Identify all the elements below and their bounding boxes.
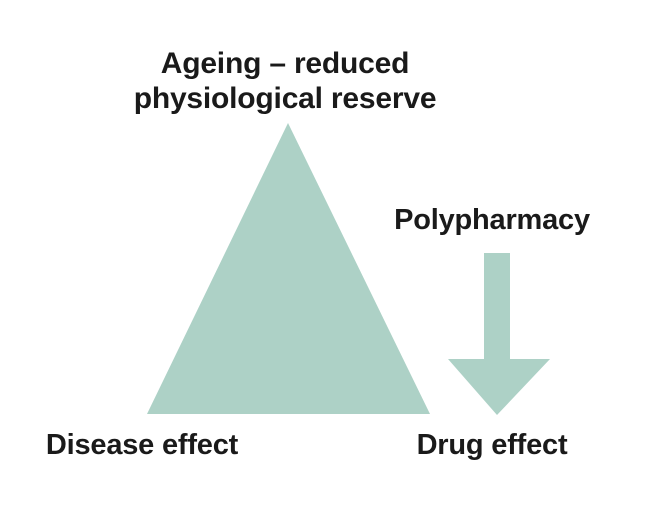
polypharmacy-label: Polypharmacy xyxy=(394,204,590,236)
disease-effect-label: Disease effect xyxy=(45,429,239,461)
ageing-triangle-shape xyxy=(147,123,430,414)
ageing-label-line-1: Ageing – reduced xyxy=(160,47,410,80)
ageing-label-line-2: physiological reserve xyxy=(133,82,437,116)
polypharmacy-down-arrow-icon xyxy=(448,253,550,415)
ageing-label: Ageing – reduced physiological reserve xyxy=(85,46,485,117)
drug-effect-label: Drug effect xyxy=(416,429,568,461)
